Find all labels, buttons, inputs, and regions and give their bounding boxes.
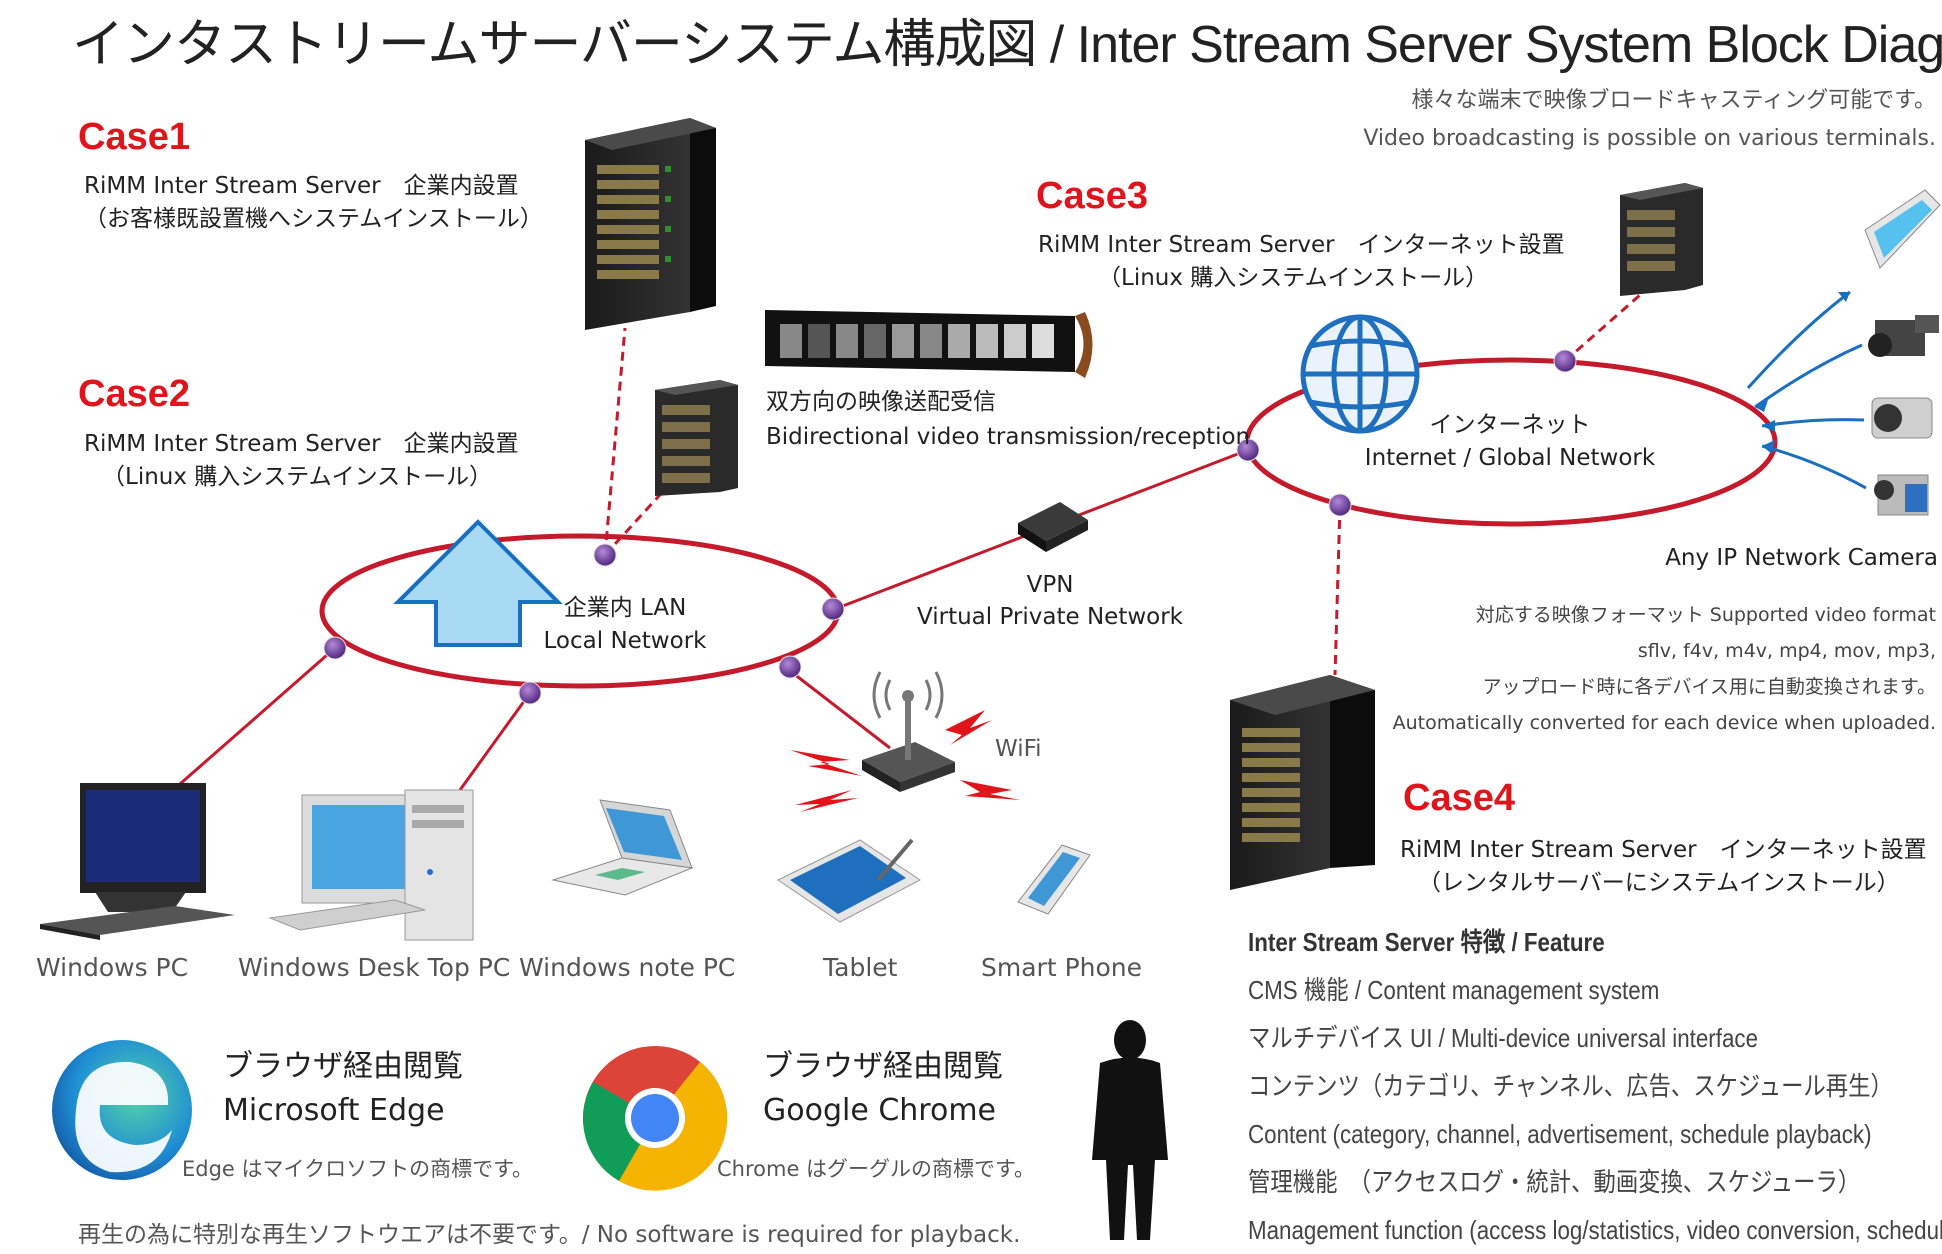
case4-server-icon <box>1230 675 1375 890</box>
handycam-icon <box>1874 474 1929 516</box>
device-arrows <box>1746 290 1867 490</box>
tagline: 様々な端末で映像ブロードキャスティング可能です。 Video broadcast… <box>1363 82 1936 158</box>
tablet-icon <box>777 838 921 923</box>
case3-text: RiMM Inter Stream Server インターネット設置 （Linu… <box>1038 229 1565 295</box>
edge-text-name: Microsoft Edge <box>223 1093 445 1128</box>
smartphone-icon <box>1017 844 1091 915</box>
feature-item: マルチデバイス UI / Multi-device universal inte… <box>1248 1023 1759 1053</box>
camera-label: Any IP Network Camera <box>1665 545 1938 571</box>
lan-label-jp: 企業内 LAN <box>563 595 687 621</box>
case2-text: RiMM Inter Stream Server 企業内設置 （Linux 購入… <box>84 428 519 494</box>
case4-heading: Case4 <box>1403 777 1515 819</box>
device-label-smartphone: Smart Phone <box>981 953 1143 982</box>
device-label-note-pc: Windows note PC <box>519 953 736 982</box>
lan-label: 企業内 LAN Local Network <box>520 588 730 654</box>
case1-line2: （お客様既設置機へシステムインストール） <box>84 206 543 232</box>
feature-item: CMS 機能 / Content management system <box>1248 975 1660 1005</box>
laptop-icon <box>551 799 694 896</box>
case4-line2: （レンタルサーバーにシステムインストール） <box>1418 870 1900 896</box>
case2-line1: RiMM Inter Stream Server 企業内設置 <box>84 431 519 457</box>
vpn-label-short: VPN <box>1026 572 1074 598</box>
case1-line1: RiMM Inter Stream Server 企業内設置 <box>84 173 519 199</box>
edge-note: Edge はマイクロソフトの商標です。 <box>182 1157 534 1181</box>
lan-label-en: Local Network <box>543 628 707 654</box>
case2-server-icon <box>655 380 738 496</box>
formats-line4: Automatically converted for each device … <box>1392 712 1936 734</box>
wifi-label: WiFi <box>995 736 1042 762</box>
vpn-label-full: Virtual Private Network <box>917 604 1183 630</box>
device-label-tablet: Tablet <box>823 953 898 982</box>
wifi-access-point-icon <box>790 671 1020 812</box>
camcorder-icon <box>1871 397 1933 439</box>
vpn-router-icon <box>1018 502 1088 552</box>
case4-line1: RiMM Inter Stream Server インターネット設置 <box>1400 837 1927 863</box>
google-chrome-logo <box>582 1046 728 1191</box>
upload-arrow-icon <box>393 519 563 647</box>
case1-heading: Case1 <box>78 116 190 158</box>
case3-server-icon <box>1620 183 1703 296</box>
network-nodes <box>323 349 1577 705</box>
chrome-text-jp: ブラウザ経由閲覧 <box>763 1049 1003 1084</box>
microsoft-edge-logo <box>52 1040 192 1180</box>
formats-line2: sflv, f4v, m4v, mp4, mov, mp3, <box>1637 640 1936 662</box>
remote-devices <box>1864 189 1941 516</box>
edge-text: ブラウザ経由閲覧 Microsoft Edge <box>223 1045 463 1133</box>
formats-block: 対応する映像フォーマット Supported video format sflv… <box>1393 597 1936 741</box>
edge-text-jp: ブラウザ経由閲覧 <box>223 1049 463 1084</box>
internet-label-en: Internet / Global Network <box>1364 445 1656 471</box>
case3-line1: RiMM Inter Stream Server インターネット設置 <box>1038 232 1565 258</box>
video-camera-icon <box>1868 315 1939 357</box>
case4-text: RiMM Inter Stream Server インターネット設置 （レンタル… <box>1400 834 1927 900</box>
internet-label-jp: インターネット <box>1429 412 1591 438</box>
feature-item: Content (category, channel, advertisemen… <box>1248 1119 1872 1149</box>
film-label-en: Bidirectional video transmission/recepti… <box>766 424 1251 450</box>
feature-item: コンテンツ（カテゴリ、チャンネル、広告、スケジュール再生） <box>1248 1071 1893 1101</box>
chrome-text-name: Google Chrome <box>763 1093 996 1128</box>
case2-heading: Case2 <box>78 373 190 415</box>
film-strip-icon <box>765 310 1093 378</box>
feature-item: 管理機能 （アクセスログ・統計、動画変換、スケジューラ） <box>1248 1167 1861 1197</box>
person-silhouette-icon <box>1092 1020 1168 1240</box>
windows-pc-icon <box>40 783 235 940</box>
desktop-pc-icon <box>268 789 474 941</box>
case2-line2: （Linux 購入システムインストール） <box>102 464 493 490</box>
chrome-note: Chrome はグーグルの商標です。 <box>717 1157 1035 1181</box>
globe-icon <box>1300 314 1420 434</box>
formats-line1: 対応する映像フォーマット Supported video format <box>1475 604 1936 626</box>
internet-label: インターネット Internet / Global Network <box>1360 405 1660 471</box>
vpn-label: VPN Virtual Private Network <box>900 572 1200 630</box>
phone-device-icon <box>1864 189 1941 269</box>
feature-item: Management function (access log/statisti… <box>1248 1215 1942 1245</box>
tagline-en: Video broadcasting is possible on variou… <box>1363 126 1936 151</box>
device-label-windows-pc: Windows PC <box>36 953 189 982</box>
case1-text: RiMM Inter Stream Server 企業内設置 （お客様既設置機へ… <box>84 170 543 236</box>
case1-server-icon <box>585 118 716 330</box>
formats-line3: アップロード時に各デバイス用に自動変換されます。 <box>1482 676 1936 698</box>
film-label-jp: 双方向の映像送配受信 <box>766 389 996 415</box>
device-label-desktop-pc: Windows Desk Top PC <box>238 953 511 982</box>
case3-line2: （Linux 購入システムインストール） <box>1098 265 1489 291</box>
features-block: Inter Stream Server 特徴 / Feature CMS 機能 … <box>1248 918 1942 1254</box>
case3-heading: Case3 <box>1036 175 1148 217</box>
no-software-note: 再生の為に特別な再生ソフトウエアは不要です。/ No software is r… <box>78 1222 1021 1248</box>
chrome-text: ブラウザ経由閲覧 Google Chrome <box>763 1045 1003 1133</box>
tagline-jp: 様々な端末で映像ブロードキャスティング可能です。 <box>1411 88 1936 113</box>
features-heading: Inter Stream Server 特徴 / Feature <box>1248 927 1605 957</box>
page-title: インタストリームサーバーシステム構成図 / Inter Stream Serve… <box>72 16 1942 74</box>
